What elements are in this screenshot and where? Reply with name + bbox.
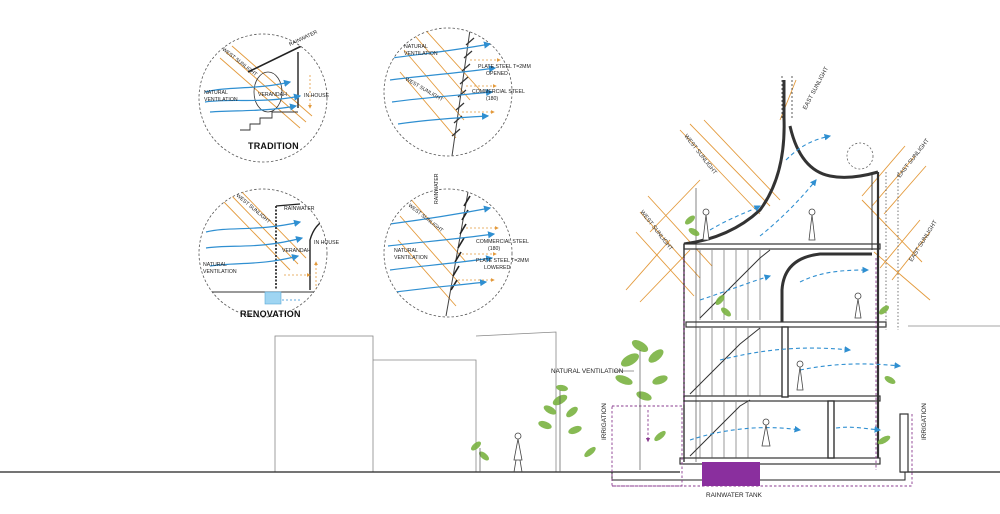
tradition-detail-180-label: (180) (486, 96, 498, 102)
ventilation-arrows (689, 133, 902, 441)
renovation-title: RENOVATION (240, 309, 301, 319)
tradition-in-house-label: IN HOUSE (304, 93, 330, 99)
west-sunlight-label-1: WEST SUNLIGHT (638, 210, 673, 253)
irrigation-right-label: IRRIGATION (921, 403, 928, 440)
renovation-detail-180-label: (180) (488, 246, 500, 252)
renovation-detail-diagram: RAINWATER WEST SUNLIGHT NATURAL VENTILAT… (383, 173, 529, 318)
tradition-natural-label: NATURAL (204, 90, 228, 96)
renovation-in-house-label: IN HOUSE (314, 240, 340, 246)
tradition-detail-commercial-steel-label: COMMERCIAL STEEL (472, 89, 525, 95)
renovation-natural-label: NATURAL (203, 262, 227, 268)
west-sunlight-rays (625, 119, 781, 303)
building-structure (679, 76, 909, 473)
rainwater-tank (702, 462, 760, 486)
plants (471, 215, 896, 472)
tradition-diagram: WEST SUNLIGHT RAINWATER NATURAL VENTILAT… (198, 29, 330, 163)
tradition-title: TRADITION (248, 141, 299, 151)
people (513, 208, 862, 473)
renovation-detail-plate-steel-label: PLATE STEEL T=2MM (476, 258, 529, 264)
renovation-ventilation-label: VENTILATION (203, 269, 237, 275)
tradition-detail-ventilation-label: VENTILATION (404, 51, 438, 57)
irrigation-lines (611, 258, 913, 487)
tradition-ventilation-label: VENTILATION (204, 97, 238, 103)
east-sunlight-label-3: EAST SUNLIGHT (909, 219, 939, 263)
tradition-detail-natural-label: NATURAL (404, 44, 428, 50)
east-sunlight-label-1: EAST SUNLIGHT (802, 66, 830, 111)
tradition-detail-opened-label: OPENED (486, 71, 508, 77)
renovation-detail-lowered-label: LOWERED (484, 265, 510, 271)
tradition-verandah-label: VERANDAH (258, 92, 287, 98)
west-sunlight-label-2: WEST SUNLIGHT (682, 134, 717, 177)
east-sunlight-label-2: EAST SUNLIGHT (897, 138, 931, 179)
tradition-detail-diagram: NATURAL VENTILATION WEST SUNLIGHT PLATE … (383, 27, 531, 157)
natural-ventilation-label: NATURAL VENTILATION (551, 368, 624, 375)
renovation-verandah-label: VERANDAH (282, 248, 311, 254)
renovation-rainwater-label: RAINWATER (284, 206, 315, 212)
renovation-detail-natural-label: NATURAL (394, 248, 418, 254)
renovation-detail-commercial-steel-label: COMMERCIAL STEEL (476, 239, 529, 245)
irrigation-left-label: IRRIGATION (601, 403, 608, 440)
renovation-detail-rainwater-label: RAINWATER (434, 173, 440, 204)
renovation-detail-ventilation-label: VENTILATION (394, 255, 428, 261)
east-sunlight-rays (779, 79, 931, 301)
tradition-detail-plate-steel-label: PLATE STEEL T=2MM (478, 64, 531, 70)
rainwater-tank-label: RAINWATER TANK (706, 492, 763, 499)
renovation-diagram: WEST SUNLIGHT RAINWATER NATURAL VENTILAT… (198, 188, 340, 319)
tradition-rainwater-label: RAINWATER (288, 29, 318, 47)
